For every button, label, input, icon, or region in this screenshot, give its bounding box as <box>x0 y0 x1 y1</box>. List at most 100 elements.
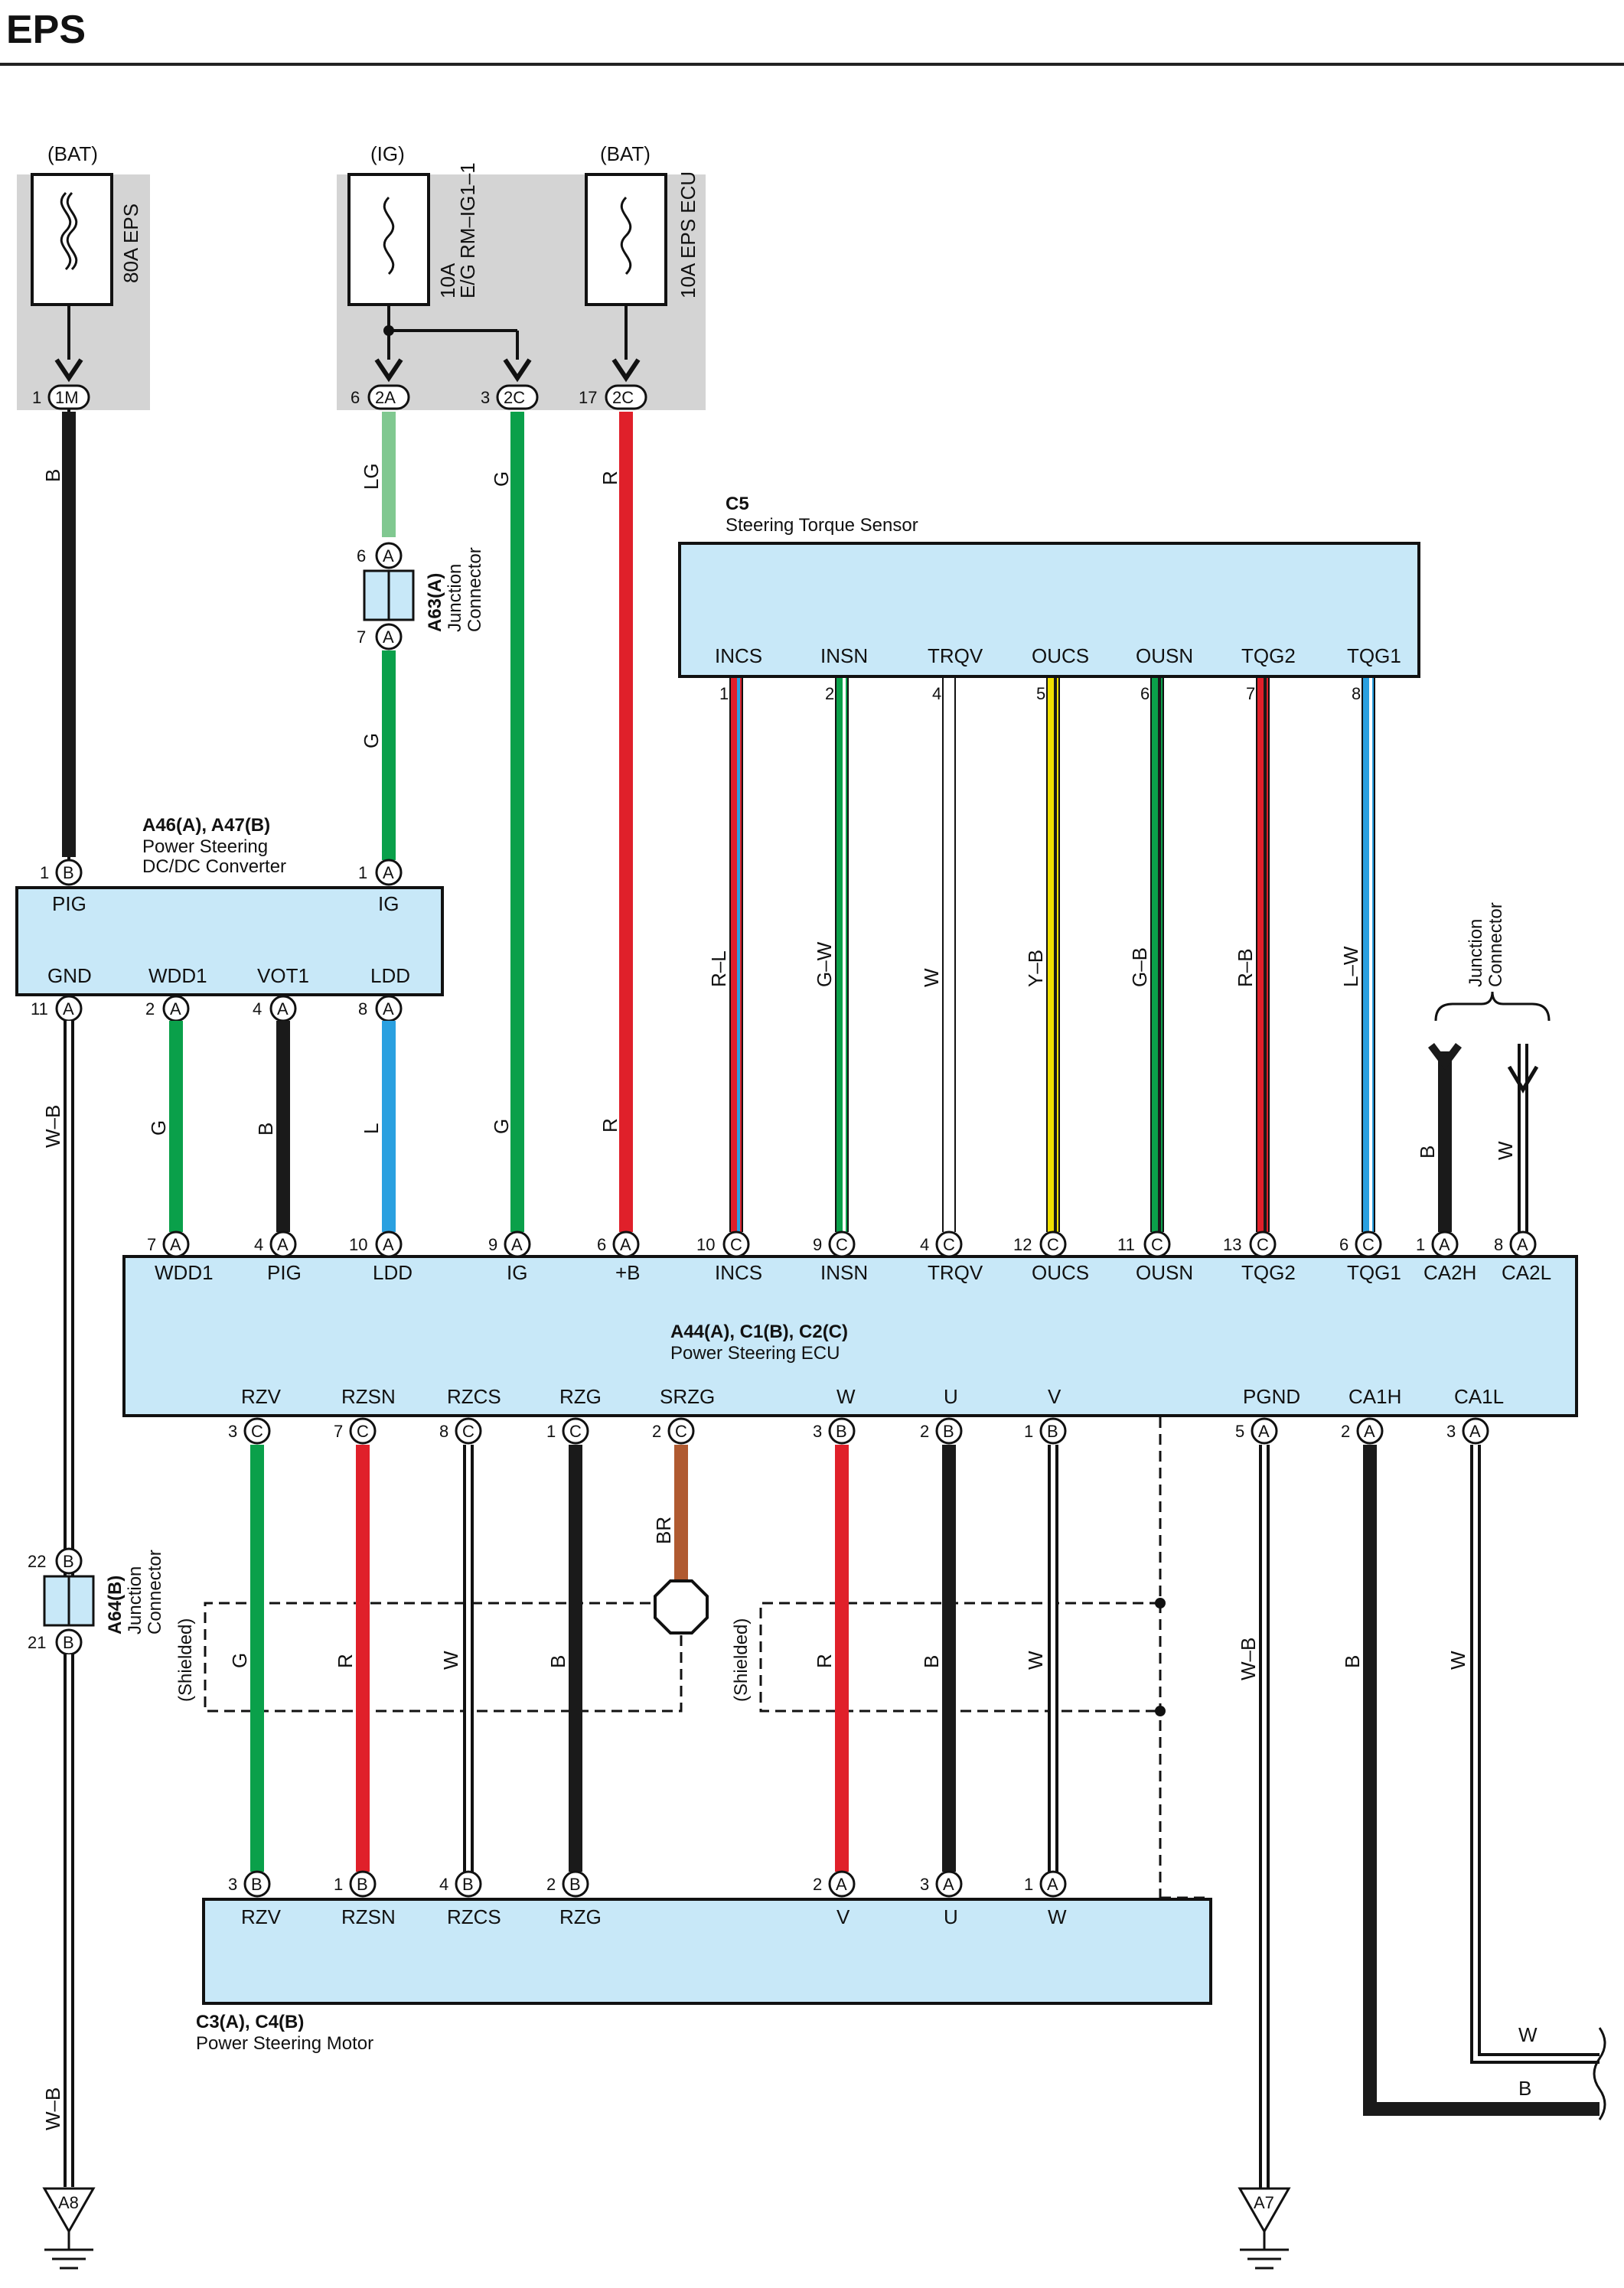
page-title: EPS <box>6 8 86 52</box>
svg-text:C: C <box>836 1235 848 1254</box>
ecu-top-pin-7: C4 <box>920 1230 963 1258</box>
motor-label-u: U <box>944 1905 958 1928</box>
svg-text:B: B <box>943 1422 954 1441</box>
svg-text:VOT1: VOT1 <box>257 964 309 987</box>
ecu-top-label-ca2h: CA2H <box>1423 1261 1476 1284</box>
svg-text:B: B <box>63 1552 74 1571</box>
ecu-top-label-ousn: OUSN <box>1136 1261 1193 1284</box>
fuse-80a-label: 80A EPS <box>119 204 142 283</box>
svg-text:A: A <box>383 627 394 647</box>
fuse-eps-ecu-label: 10A EPS ECU <box>677 171 699 298</box>
ecu-top-label-ig: IG <box>507 1261 527 1284</box>
sensor-pin-num-5: 5 <box>1036 684 1045 703</box>
svg-text:17: 17 <box>579 388 597 407</box>
ecu-bottom-pin-1: C7 <box>334 1417 377 1445</box>
svg-text:C: C <box>569 1422 582 1441</box>
ecu-bottom-pin-0: C3 <box>228 1417 271 1445</box>
converter-pin-ldd: LDD A 8 <box>358 964 410 1022</box>
shielded-label-1: (Shielded) <box>175 1618 196 1702</box>
wire-sensor-oucs <box>1046 678 1060 1232</box>
svg-text:3: 3 <box>813 1422 822 1441</box>
svg-text:C: C <box>1362 1235 1375 1254</box>
ecu-top-pin-2: A10 <box>349 1230 403 1258</box>
wire-label-g-rzv: G <box>228 1653 251 1668</box>
wire-label-g-wdd: G <box>147 1120 170 1136</box>
ecu-top-pin-11: C6 <box>1339 1230 1382 1258</box>
wire-label-sensor-6: G–B <box>1128 947 1151 987</box>
svg-text:2C: 2C <box>612 388 634 407</box>
wire-label-br-srzg: BR <box>652 1517 675 1544</box>
converter-pin-wdd1: WDD1 A 2 <box>145 964 207 1022</box>
ecu-top-pin-12: A1 <box>1416 1230 1459 1258</box>
svg-text:1: 1 <box>1024 1422 1033 1441</box>
fuse-80a-eps <box>31 173 113 360</box>
wire-label-sensor-2: G–W <box>813 941 836 987</box>
motor-pin-0: B3 <box>228 1870 271 1898</box>
converter-pin-gnd: GND A 11 <box>31 964 92 1022</box>
motor-pin-4: A2 <box>813 1870 856 1898</box>
motor-pin-5: A3 <box>920 1870 963 1898</box>
wire-break-mark <box>1593 2027 1606 2120</box>
wire-label-g-ig: G <box>490 471 513 487</box>
ecu-bottom-label-ca1h: CA1H <box>1348 1385 1401 1408</box>
svg-text:12: 12 <box>1013 1235 1032 1254</box>
shield-group-1 <box>204 1602 683 1713</box>
svg-text:C: C <box>251 1422 263 1441</box>
motor-label-rzv: RZV <box>241 1905 282 1928</box>
wire-label-b-ca1h: B <box>1341 1655 1364 1668</box>
ecu-top-pin-5: C10 <box>696 1230 750 1258</box>
converter-pin-vot1: VOT1 A 4 <box>253 964 309 1022</box>
wire-label-sensor-5: Y–B <box>1024 950 1047 987</box>
svg-text:C: C <box>675 1422 687 1441</box>
sensor-pin-num-4: 4 <box>932 684 941 703</box>
ground-a7: A7 <box>1238 2187 1291 2270</box>
svg-text:1: 1 <box>334 1875 343 1894</box>
ecu-bottom-label-rzsn: RZSN <box>341 1385 396 1408</box>
sensor-pin-label-trqv: TRQV <box>928 644 983 667</box>
svg-text:7: 7 <box>357 627 366 647</box>
svg-text:7: 7 <box>334 1422 343 1441</box>
svg-text:6: 6 <box>597 1235 606 1254</box>
wire-br-srzg <box>654 1445 709 1635</box>
source-connector-2a: 2A 6 <box>351 358 410 410</box>
svg-text:IG: IG <box>378 892 399 915</box>
converter-desc-1: Power Steering <box>142 836 268 857</box>
svg-text:3: 3 <box>228 1422 237 1441</box>
svg-text:2: 2 <box>145 999 155 1019</box>
ecu-bottom-pin-2: C8 <box>439 1417 482 1445</box>
ecu-top-pin-10: C13 <box>1223 1230 1277 1258</box>
ecu-bottom-label-u: U <box>944 1385 958 1408</box>
wire-label-b-rzg: B <box>546 1655 569 1668</box>
svg-text:A7: A7 <box>1254 2193 1274 2212</box>
sensor-pin-num-1: 1 <box>719 684 729 703</box>
svg-text:1: 1 <box>1416 1235 1425 1254</box>
svg-text:C: C <box>1151 1235 1163 1254</box>
junction-right-desc-2: Connector <box>1485 902 1506 987</box>
svg-text:B: B <box>836 1422 847 1441</box>
ecu-top-pin-13: A8 <box>1494 1230 1537 1258</box>
wire-sensor-ousn <box>1150 678 1164 1232</box>
source-connector-1m: 1M 1 <box>32 358 90 410</box>
wire-label-r-rzsn: R <box>334 1654 357 1668</box>
wire-label-wb-pgnd: W–B <box>1237 1638 1260 1680</box>
ecu-top-label-ldd: LDD <box>373 1261 413 1284</box>
ecu-top-label-incs: INCS <box>715 1261 762 1284</box>
sensor-pin-num-2: 2 <box>825 684 834 703</box>
svg-text:1: 1 <box>1024 1875 1033 1894</box>
motor-label-rzg: RZG <box>559 1905 602 1928</box>
a63-desc-1: Junction <box>445 564 465 632</box>
fuse-eg-label-1: 10A <box>436 262 459 298</box>
wire-label-l-ldd: L <box>360 1123 383 1134</box>
ecu-bottom-label-rzv: RZV <box>241 1385 282 1408</box>
wire-w-ca1l <box>1470 1445 1600 2064</box>
svg-text:4: 4 <box>254 1235 263 1254</box>
wire-label-sensor-4: W <box>920 968 943 987</box>
sensor-pin-num-6: 6 <box>1140 684 1150 703</box>
svg-text:2: 2 <box>1341 1422 1350 1441</box>
svg-text:B: B <box>569 1875 581 1894</box>
svg-text:3: 3 <box>920 1875 929 1894</box>
wire-b-ca2h <box>1428 1043 1462 1232</box>
ecu-top-label-ca2l: CA2L <box>1502 1261 1551 1284</box>
svg-text:WDD1: WDD1 <box>148 964 207 987</box>
sensor-pins-and-wires: INCS1R–LINSN2G–WTRQV4WOUCS5Y–BOUSN6G–BTQ… <box>707 644 1401 1232</box>
